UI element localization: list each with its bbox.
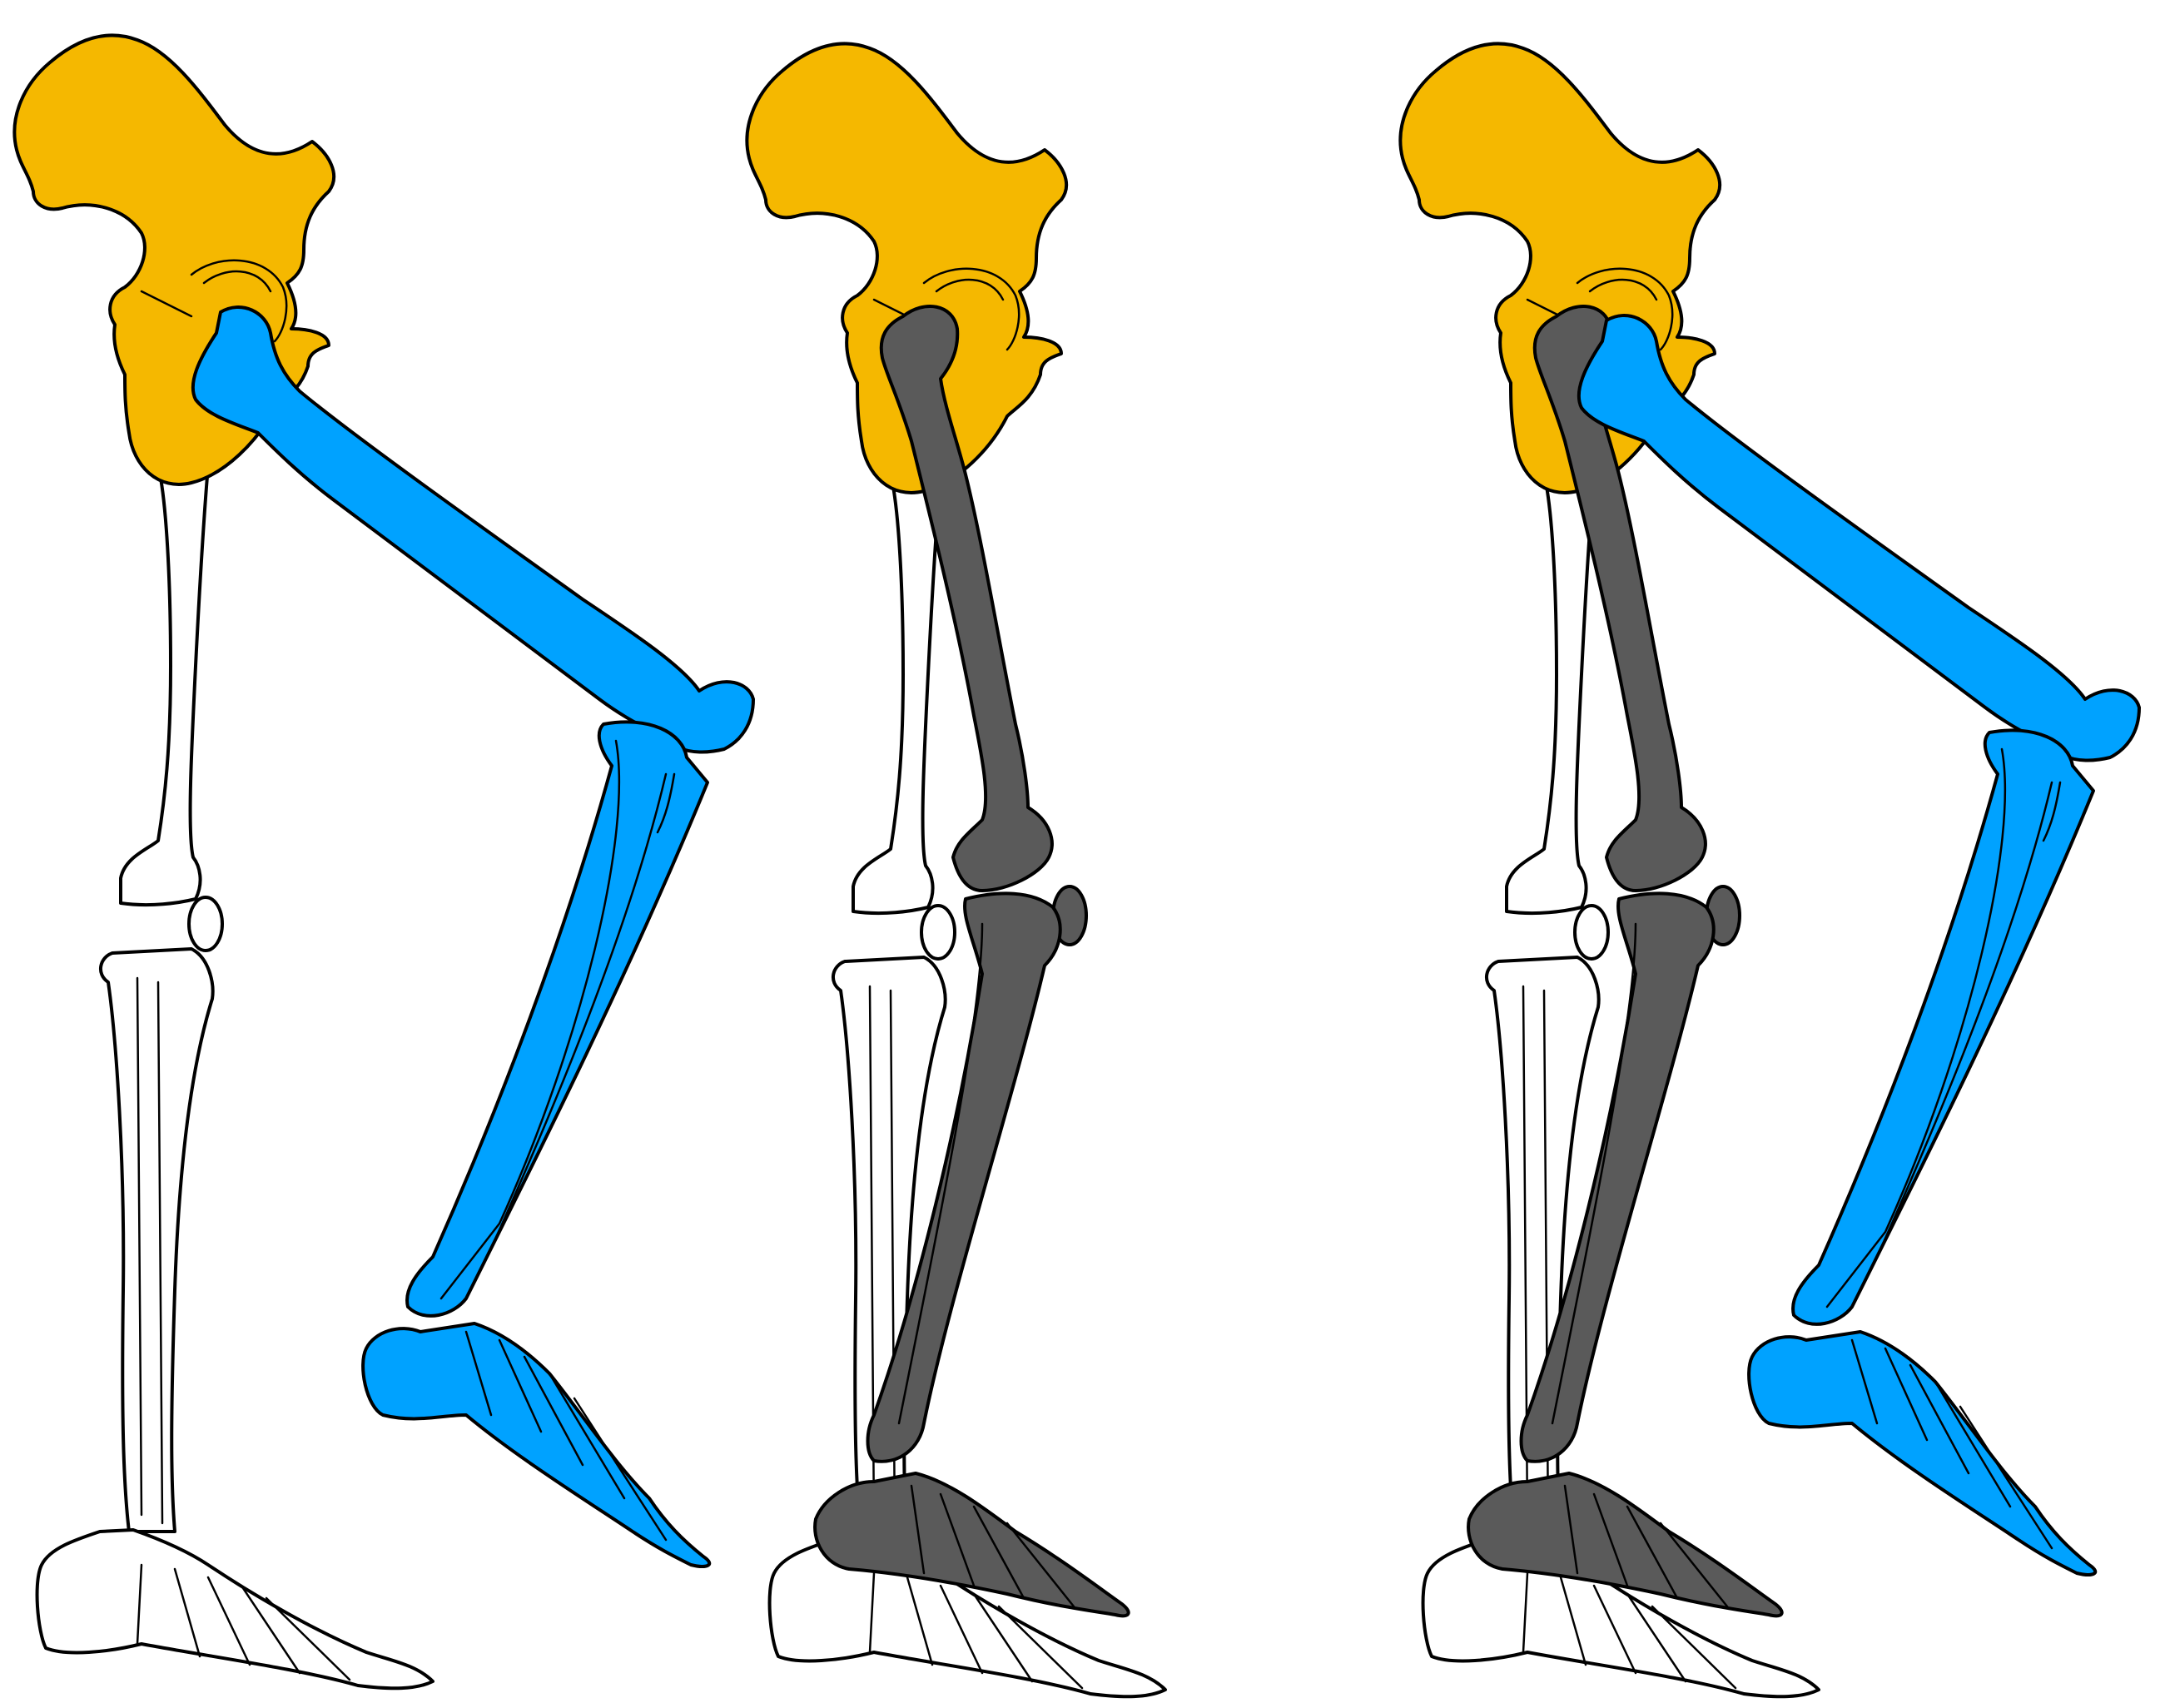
standing-leg: [37, 356, 433, 1688]
panel-left: [14, 35, 753, 1688]
panel-middle: [747, 43, 1165, 1696]
highlighted-leg: [193, 307, 753, 1566]
panel-right: [1400, 43, 2139, 1696]
